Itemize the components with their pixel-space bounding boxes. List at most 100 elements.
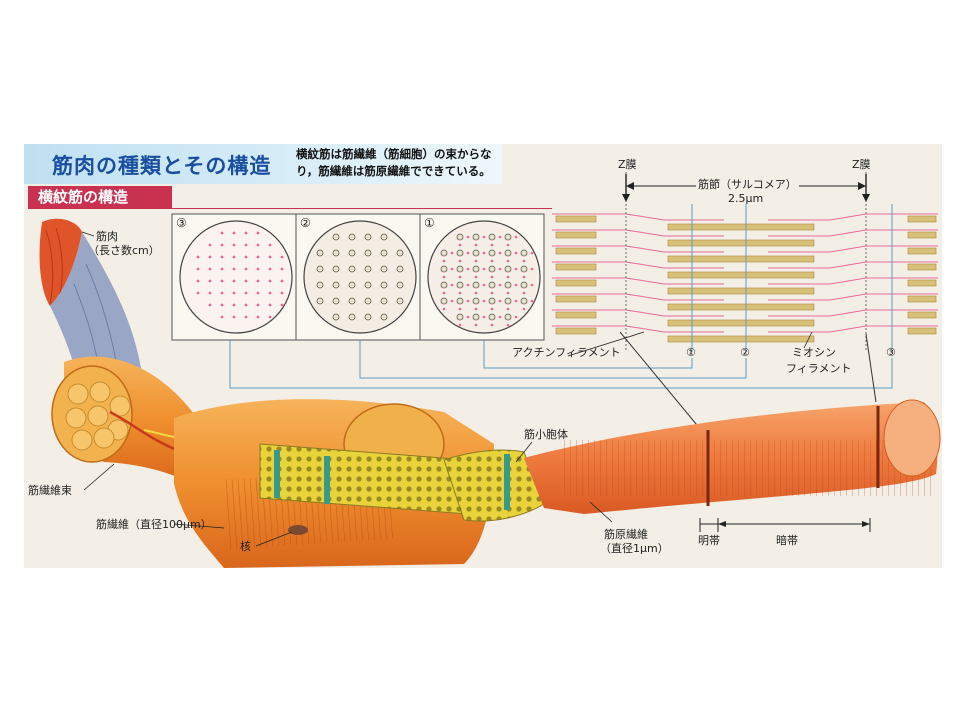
myosin-dot: [332, 313, 340, 321]
actin-dot: [196, 255, 200, 259]
actin-dot: [498, 299, 502, 303]
diagram-svg: [39, 172, 941, 568]
cross-section-1-number: ①: [424, 216, 435, 230]
myosin-rod: [667, 303, 815, 311]
actin-dot: [482, 299, 486, 303]
actin-line: [768, 277, 938, 285]
nucleus-shape: [288, 525, 308, 535]
marker-2-label: ②: [740, 346, 750, 359]
actin-line: [768, 261, 938, 269]
myosin-dot: [380, 265, 388, 273]
label-leaders: [81, 231, 813, 547]
fiber-bundle-cells: [65, 381, 131, 451]
myosin-dot: [472, 233, 480, 241]
actin-line: [552, 277, 724, 285]
description-line-2: り，筋繊維は筋原繊維でできている。: [296, 164, 491, 178]
actin-dots-3: [196, 231, 284, 319]
side-myosin-rod: [555, 279, 597, 287]
actin-dot: [458, 307, 462, 311]
muscle-label: 筋肉: [96, 230, 118, 243]
outer-filaments: [555, 215, 937, 335]
actin-line: [768, 213, 938, 221]
actin-dot: [220, 315, 224, 319]
myosin-dot: [520, 281, 528, 289]
myosin-dot: [456, 265, 464, 273]
actin-dot: [474, 243, 478, 247]
actin-dot: [490, 291, 494, 295]
actin-dot: [474, 291, 478, 295]
actin-dot: [280, 255, 284, 259]
side-myosin-rod: [907, 295, 937, 303]
actin-dot: [522, 275, 526, 279]
actin-line: [768, 325, 938, 333]
myosin-dot: [396, 281, 404, 289]
actin-dot: [466, 283, 470, 287]
actin-dot: [466, 267, 470, 271]
myosin-rod: [667, 255, 815, 263]
actin-dot: [506, 259, 510, 263]
side-myosin-rod: [907, 311, 937, 319]
myosin-dot: [396, 249, 404, 257]
myofibril-label-2: （直径1μm）: [600, 542, 669, 555]
t-tubule-3: [504, 454, 510, 510]
actin-dot: [268, 303, 272, 307]
actin-dot: [466, 299, 470, 303]
myosin-dot: [396, 265, 404, 273]
actin-dot: [256, 279, 260, 283]
actin-dot: [506, 307, 510, 311]
myofibril-label-1: 筋原繊維: [604, 528, 648, 541]
fiber-label: 筋繊維（直径100μm）: [96, 518, 212, 531]
actin-dot: [256, 291, 260, 295]
cross-section-3-circle: [179, 220, 293, 334]
actin-dot: [450, 251, 454, 255]
actin-dot: [442, 275, 446, 279]
muscle-belly: [39, 218, 82, 306]
actin-dot: [232, 267, 236, 271]
actin-dot: [482, 235, 486, 239]
z-membrane-left-label: Z膜: [618, 158, 637, 171]
myosin-dot: [504, 297, 512, 305]
actin-line: [768, 293, 938, 301]
actin-dot: [244, 243, 248, 247]
myosin-filament-label-2: フィラメント: [786, 362, 852, 375]
side-myosin-rod: [555, 311, 597, 319]
actin-dot: [522, 291, 526, 295]
myosin-dot: [520, 249, 528, 257]
actin-dot: [280, 303, 284, 307]
myosin-dot: [332, 265, 340, 273]
myosin-dot: [332, 249, 340, 257]
myosin-dot: [456, 233, 464, 241]
myosin-dot: [364, 313, 372, 321]
myosin-dot: [488, 233, 496, 241]
actin-dot: [514, 251, 518, 255]
myosin-dot: [316, 297, 324, 305]
actin-dot: [474, 259, 478, 263]
myosin-dot: [364, 265, 372, 273]
bundle-cell: [89, 381, 111, 403]
actin-dot: [208, 255, 212, 259]
myosin-dot: [380, 313, 388, 321]
figure-title: 筋肉の種類とその構造: [52, 154, 272, 178]
marker-3-label: ③: [886, 346, 896, 359]
actin-dot: [442, 307, 446, 311]
myosin-dot: [504, 233, 512, 241]
myosin-dot: [488, 249, 496, 257]
cross-section-2-number: ②: [300, 216, 311, 230]
actin-line: [768, 229, 938, 237]
actin-dot: [232, 291, 236, 295]
actin-dot: [466, 235, 470, 239]
myosin-dot: [440, 297, 448, 305]
myosin-dot: [440, 281, 448, 289]
actin-dot: [268, 315, 272, 319]
actin-line: [552, 325, 724, 333]
actin-dot: [208, 279, 212, 283]
actin-dot: [514, 315, 518, 319]
side-myosin-rod: [907, 327, 937, 335]
bundle-cell: [71, 429, 93, 451]
myosin-dot: [348, 281, 356, 289]
actin-dot: [458, 243, 462, 247]
actin-dot: [232, 231, 236, 235]
actin-dot: [482, 283, 486, 287]
actin-dot: [522, 307, 526, 311]
myosin-dot: [488, 281, 496, 289]
